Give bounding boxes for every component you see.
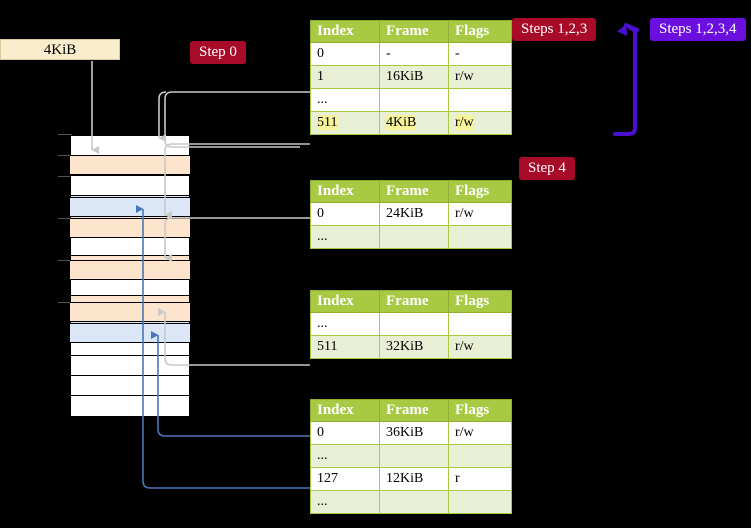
table-row: 0-- (310, 42, 512, 66)
table-row: ... (310, 490, 512, 514)
cell-flags: r/w (448, 202, 512, 226)
column-header-frame: Frame (379, 399, 449, 422)
grid-tick (58, 134, 72, 135)
cell-frame: 16KiB (379, 65, 449, 89)
cell-flags (448, 225, 512, 249)
wire-steps-1234-bracket (613, 23, 639, 136)
frame-band (70, 155, 190, 175)
column-header-frame: Frame (379, 180, 449, 203)
column-header-index: Index (310, 20, 380, 43)
column-header-index: Index (310, 399, 380, 422)
cell-flags: r/w (448, 335, 512, 359)
memory-row (71, 396, 189, 416)
cell-frame (379, 312, 449, 336)
cell-flags (448, 444, 512, 468)
cell-frame: 12KiB (379, 467, 449, 491)
grid-tick (58, 155, 72, 156)
table-row: ... (310, 88, 512, 112)
cell-flags: r (448, 467, 512, 491)
cell-flags: r/w (448, 111, 512, 135)
badge-step-4: Step 4 (519, 157, 575, 180)
column-header-flags: Flags (448, 20, 512, 43)
cell-frame (379, 490, 449, 514)
cell-index: 0 (310, 42, 380, 66)
memory-row (71, 176, 189, 196)
grid-tick (58, 218, 72, 219)
memory-row (71, 376, 189, 396)
table-row: ... (310, 225, 512, 249)
frame-band (70, 218, 190, 238)
cell-flags (448, 88, 512, 112)
badge-step-0: Step 0 (190, 41, 246, 64)
column-header-flags: Flags (448, 290, 512, 313)
column-header-frame: Frame (379, 290, 449, 313)
grid-tick (58, 260, 72, 261)
cell-frame (379, 88, 449, 112)
cell-flags: r/w (448, 65, 512, 89)
grid-tick (58, 302, 72, 303)
cell-flags (448, 490, 512, 514)
badge-steps-1234: Steps 1,2,3,4 (650, 18, 746, 41)
cell-frame: 4KiB (379, 111, 449, 135)
memory-row (71, 236, 189, 256)
frame-band (70, 302, 190, 322)
cell-index: ... (310, 225, 380, 249)
column-header-frame: Frame (379, 20, 449, 43)
table-row: ... (310, 312, 512, 336)
column-header-index: Index (310, 180, 380, 203)
cell-frame: 32KiB (379, 335, 449, 359)
frame-band (70, 260, 190, 280)
cell-frame: 36KiB (379, 421, 449, 445)
column-header-flags: Flags (448, 399, 512, 422)
cell-flags: - (448, 42, 512, 66)
cell-flags: r/w (448, 421, 512, 445)
cell-index: 511 (310, 335, 380, 359)
cell-index: 511 (310, 111, 380, 135)
cell-index: 0 (310, 421, 380, 445)
cell-index: ... (310, 444, 380, 468)
wire-grid-descend-1 (158, 91, 167, 142)
column-header-index: Index (310, 290, 380, 313)
memory-row (71, 136, 189, 156)
table-row: ... (310, 444, 512, 468)
cell-index: ... (310, 88, 380, 112)
cell-index: 1 (310, 65, 380, 89)
badge-steps-123: Steps 1,2,3 (512, 18, 597, 41)
cell-frame (379, 225, 449, 249)
memory-row (71, 356, 189, 376)
cell-index: 127 (310, 467, 380, 491)
cell-index: 0 (310, 202, 380, 226)
column-header-flags: Flags (448, 180, 512, 203)
cell-frame: - (379, 42, 449, 66)
frame-band (70, 197, 190, 217)
cell-index: ... (310, 312, 380, 336)
frame-band (70, 323, 190, 343)
cell-index: ... (310, 490, 380, 514)
cell-frame (379, 444, 449, 468)
grid-tick (58, 176, 72, 177)
memory-size-box: 4KiB (0, 39, 120, 60)
cell-flags (448, 312, 512, 336)
cell-frame: 24KiB (379, 202, 449, 226)
